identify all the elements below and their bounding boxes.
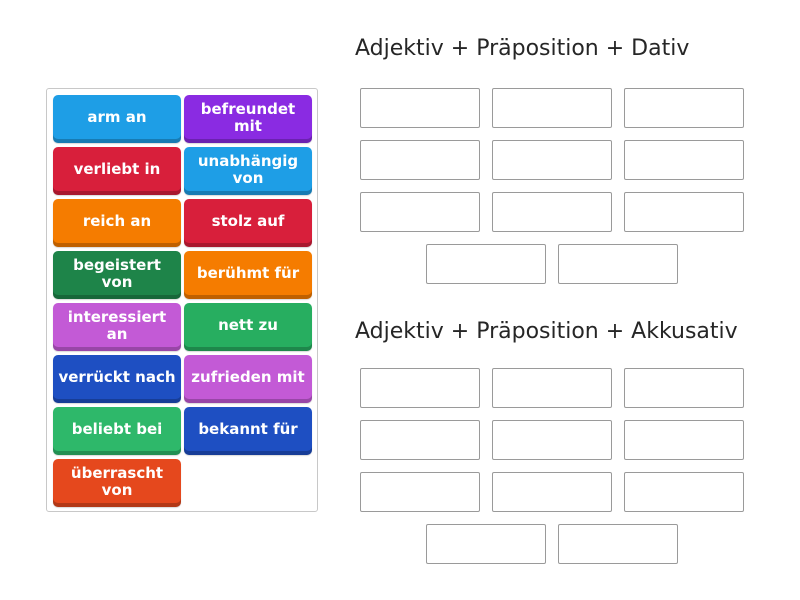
word-tile-label: befreundet mit [200, 99, 296, 135]
drop-slot-akkusativ[interactable] [360, 368, 480, 408]
word-tile-label: arm an [87, 108, 147, 126]
word-tile[interactable]: zufrieden mit [184, 355, 312, 403]
word-tile[interactable]: stolz auf [184, 199, 312, 247]
drop-slot-dativ[interactable] [624, 88, 744, 128]
word-bank: arm an befreundet mit verliebt in unabhängi… [46, 88, 318, 512]
drop-slot-dativ[interactable] [492, 192, 612, 232]
drop-slot-dativ[interactable] [624, 140, 744, 180]
drop-slot-dativ[interactable] [360, 192, 480, 232]
drop-slot-dativ[interactable] [624, 192, 744, 232]
word-tile[interactable]: verrückt nach [53, 355, 181, 403]
drop-slot-akkusativ[interactable] [492, 368, 612, 408]
word-tile[interactable]: arm an [53, 95, 181, 143]
word-tile[interactable]: nett zu [184, 303, 312, 351]
word-tile[interactable]: befreundet mit [184, 95, 312, 143]
word-tile-label: interessiert an [67, 307, 167, 343]
word-tile[interactable]: berühmt für [184, 251, 312, 299]
word-tile-label: beliebt bei [71, 420, 163, 438]
drop-slot-dativ[interactable] [360, 88, 480, 128]
drop-slot-akkusativ[interactable] [492, 420, 612, 460]
drop-slot-dativ[interactable] [492, 140, 612, 180]
word-tile-label: begeistert von [73, 255, 161, 291]
drop-slot-akkusativ[interactable] [558, 524, 678, 564]
drop-slot-dativ[interactable] [360, 140, 480, 180]
drop-slot-akkusativ[interactable] [426, 524, 546, 564]
word-tile-label: zufrieden mit [191, 368, 305, 386]
drop-slot-akkusativ[interactable] [624, 420, 744, 460]
word-tile-label: unabhängig von [197, 151, 299, 187]
word-tile[interactable]: verliebt in [53, 147, 181, 195]
drop-slot-akkusativ[interactable] [624, 472, 744, 512]
drop-slot-akkusativ[interactable] [360, 472, 480, 512]
drop-slot-dativ[interactable] [426, 244, 546, 284]
word-tile-label: reich an [82, 212, 152, 230]
word-tile-label: berühmt für [196, 264, 300, 282]
word-tile[interactable]: beliebt bei [53, 407, 181, 455]
word-tile-label: bekannt für [198, 420, 298, 438]
group-title-dativ: Adjektiv + Präposition + Dativ [355, 36, 690, 61]
drop-slot-akkusativ[interactable] [360, 420, 480, 460]
word-tile-label: stolz auf [211, 212, 285, 230]
word-tile[interactable]: überrascht von [53, 459, 181, 507]
drop-slot-akkusativ[interactable] [624, 368, 744, 408]
word-tile-label: nett zu [218, 316, 278, 334]
drop-slot-dativ[interactable] [492, 88, 612, 128]
group-title-akkusativ: Adjektiv + Präposition + Akkusativ [355, 319, 738, 344]
word-tile-label: überrascht von [70, 463, 164, 499]
word-tile[interactable]: unabhängig von [184, 147, 312, 195]
word-tile-label: verrückt nach [58, 368, 176, 386]
word-tile[interactable]: interessiert an [53, 303, 181, 351]
word-tile[interactable]: bekannt für [184, 407, 312, 455]
word-tile-label: verliebt in [73, 160, 161, 178]
word-tile[interactable]: begeistert von [53, 251, 181, 299]
drop-slot-dativ[interactable] [558, 244, 678, 284]
drop-slot-akkusativ[interactable] [492, 472, 612, 512]
word-tile[interactable]: reich an [53, 199, 181, 247]
